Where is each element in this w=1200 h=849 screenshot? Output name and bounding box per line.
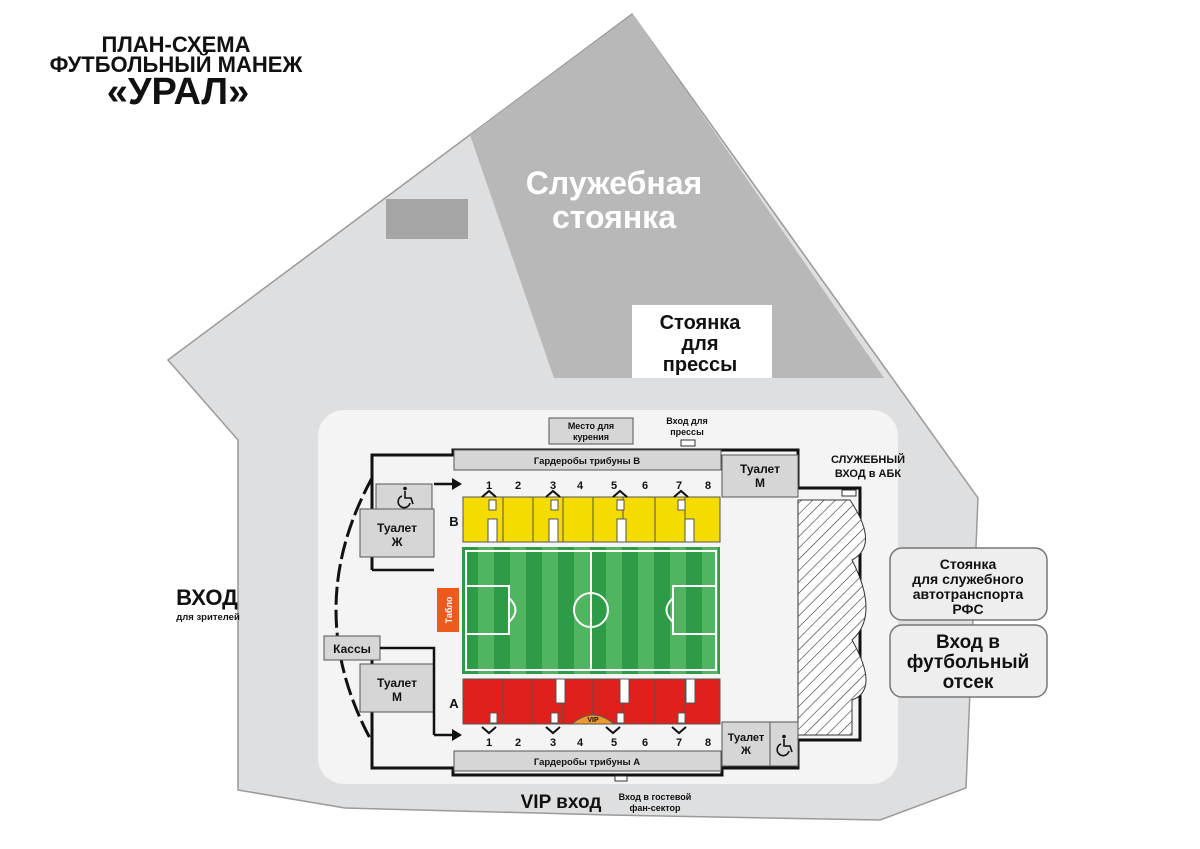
toilet-m-top[interactable] — [721, 454, 799, 498]
sector-number: 5 — [611, 737, 617, 749]
service-entrance-label-1: СЛУЖЕБНЫЙ — [831, 453, 905, 466]
stand-b-numbers: 1 2 3 4 5 6 7 8 — [486, 480, 711, 492]
arrow-to-stand-b — [434, 478, 462, 490]
entrance-label: ВХОД — [176, 585, 238, 610]
tickets-line — [380, 646, 436, 735]
stand-a[interactable] — [462, 678, 721, 725]
press-entrance-marker[interactable] — [680, 439, 696, 447]
sector-number: 2 — [515, 480, 521, 492]
wardrobe-b[interactable] — [453, 449, 722, 471]
sector-number: 4 — [577, 480, 584, 492]
toilet-m-left[interactable] — [359, 663, 435, 713]
sector-number: 5 — [611, 480, 617, 492]
toilet-w-left-label-1: Туалет — [377, 521, 417, 535]
guest-entrance-label-1: Вход в гостевой — [619, 792, 692, 802]
tickets-label: Кассы — [333, 642, 371, 656]
entrance-sublabel: для зрителей — [176, 612, 240, 623]
guest-entrance-marker[interactable] — [614, 775, 628, 782]
sector-number: 6 — [642, 480, 648, 492]
rfs-parking-label-2: для служебного — [912, 571, 1024, 587]
rfs-parking-label-3: автотранспорта — [913, 586, 1024, 602]
service-entrance-label-2: ВХОД в АБК — [835, 468, 902, 480]
arrow-to-stand-a — [434, 729, 462, 741]
sector-number: 1 — [486, 480, 492, 492]
toilet-m-top-label-1: Туалет — [740, 462, 780, 476]
building-outline — [370, 448, 862, 777]
toilet-w-left-label-2: Ж — [391, 535, 403, 549]
football-section[interactable] — [797, 499, 867, 736]
title-line-3: «УРАЛ» — [107, 71, 249, 113]
entrance-arc — [334, 477, 374, 743]
title-line-1: ПЛАН-СХЕМА — [102, 32, 251, 57]
vip-sector-label: VIP — [587, 717, 599, 724]
press-parking[interactable] — [632, 305, 772, 378]
tickets-box[interactable] — [323, 635, 381, 661]
wardrobe-b-label: Гардеробы трибуны В — [534, 456, 640, 467]
wardrobe-a[interactable] — [453, 750, 722, 772]
sector-number: 7 — [676, 480, 682, 492]
smoking-label-2: курения — [573, 432, 609, 442]
toilet-w-bottom-label-2: Ж — [740, 745, 751, 757]
stand-b-letter: В — [449, 514, 458, 529]
toilet-m-left-label-1: Туалет — [377, 676, 417, 690]
vip-entrance-label: VIP вход — [521, 792, 602, 813]
wheelchair-icon — [397, 486, 414, 509]
stand-b-chevrons — [481, 489, 689, 498]
stand-a-numbers: 1 2 3 4 5 6 7 8 — [486, 737, 711, 749]
scoreboard — [437, 588, 459, 632]
football-entrance-label-2: футбольный — [907, 652, 1029, 673]
sector-number: 1 — [486, 737, 492, 749]
press-entrance-label-2: прессы — [670, 427, 704, 437]
smoking-label-1: Место для — [568, 421, 614, 431]
toilet-w-left[interactable] — [359, 508, 435, 558]
press-parking-label-3: прессы — [663, 354, 737, 376]
football-pitch — [462, 547, 720, 674]
service-entrance-marker[interactable] — [841, 489, 857, 497]
sector-number: 8 — [705, 737, 711, 749]
rfs-parking-box[interactable] — [889, 547, 1048, 621]
rfs-parking-label-1: Стоянка — [940, 556, 997, 572]
press-parking-label-2: для — [681, 333, 718, 355]
toilet-m-top-label-2: М — [755, 476, 765, 490]
toilet-m-left-label-2: М — [392, 690, 402, 704]
football-entrance-box[interactable] — [889, 624, 1048, 698]
stand-a-letter: А — [449, 696, 459, 711]
service-parking-label-1: Служебная — [526, 165, 702, 201]
stand-b[interactable] — [462, 496, 721, 543]
guest-entrance-label-2: фан-сектор — [629, 803, 681, 813]
wheelchair-icon — [776, 734, 793, 757]
sector-number: 6 — [642, 737, 648, 749]
sector-number: 4 — [577, 737, 584, 749]
smoking-area[interactable] — [548, 417, 634, 445]
rfs-parking-label-4: РФС — [952, 601, 983, 617]
stand-a-chevrons — [481, 726, 687, 735]
toilet-w-bottom-label-1: Туалет — [728, 732, 765, 744]
title-line-2: ФУТБОЛЬНЫЙ МАНЕЖ — [50, 52, 303, 77]
sector-number: 3 — [550, 480, 556, 492]
service-parking-label-2: стоянка — [552, 199, 676, 235]
sector-number: 7 — [676, 737, 682, 749]
football-entrance-label-1: Вход в — [936, 632, 1000, 653]
grey-building — [386, 199, 468, 239]
sector-number: 2 — [515, 737, 521, 749]
press-parking-label-1: Стоянка — [660, 312, 742, 334]
press-entrance-label-1: Вход для — [666, 416, 707, 426]
service-parking[interactable] — [470, 14, 884, 378]
sector-number: 3 — [550, 737, 556, 749]
sector-number: 8 — [705, 480, 711, 492]
wardrobe-a-label: Гардеробы трибуны А — [534, 757, 640, 768]
football-entrance-label-3: отсек — [943, 672, 994, 693]
toilet-w-bottom[interactable] — [721, 721, 771, 767]
scoreboard-label: Табло — [444, 596, 454, 623]
